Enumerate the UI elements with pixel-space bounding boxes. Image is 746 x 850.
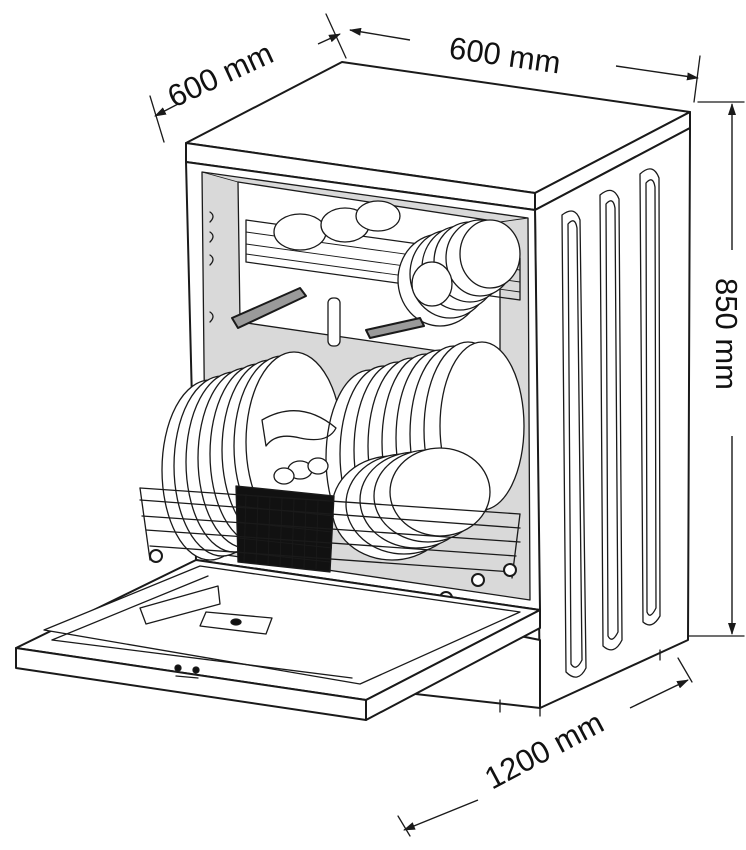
cutlery-basket	[235, 410, 337, 573]
side-ribs	[561, 168, 661, 678]
height-label: 850 mm	[709, 278, 744, 390]
width-arrow-left	[349, 27, 411, 41]
upper-plates	[397, 219, 521, 327]
open-depth-arrow-right	[629, 679, 689, 709]
side-panel	[534, 127, 691, 709]
upper-basket	[209, 200, 521, 347]
open-depth-extension-1	[397, 815, 411, 837]
lower-basket	[139, 341, 525, 605]
depth-extension-1	[149, 95, 165, 143]
front-bowls	[331, 447, 491, 561]
open-depth-arrow-left	[403, 799, 479, 831]
width-label: 600 mm	[447, 30, 563, 80]
width-extension-2	[693, 55, 701, 103]
depth-arrow-left	[154, 103, 179, 117]
dimension-lines	[149, 13, 745, 837]
depth-label: 600 mm	[162, 35, 278, 114]
width-arrow-right	[615, 65, 699, 81]
open-door-depth-label: 1200 mm	[479, 705, 610, 797]
depth-arrow-right	[317, 33, 341, 45]
open-door	[15, 559, 541, 721]
open-depth-extension-2	[677, 657, 693, 683]
